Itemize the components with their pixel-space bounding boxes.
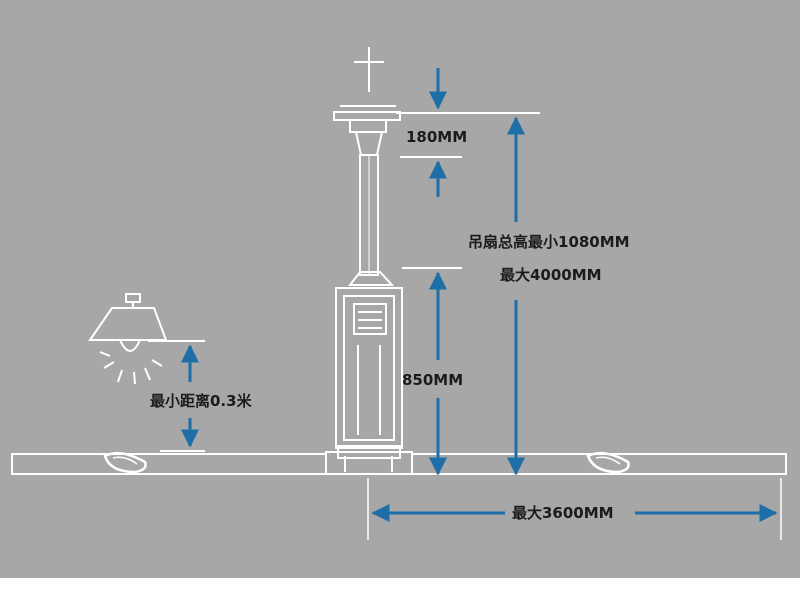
reference-lines [148,112,782,540]
ceiling-lamp-icon [88,293,168,385]
total-height-label-line2: 最大4000MM [500,266,602,284]
motor-height-label: 850MM [402,371,463,389]
min-distance-label: 最小距离0.3米 [150,392,253,410]
dimension-arrows [181,68,778,522]
max-width-label: 最大3600MM [512,504,614,522]
total-height-label-line1: 吊扇总高最小1080MM [468,233,630,251]
ceiling-fan-icon [11,47,787,475]
top-gap-label: 180MM [406,128,467,146]
